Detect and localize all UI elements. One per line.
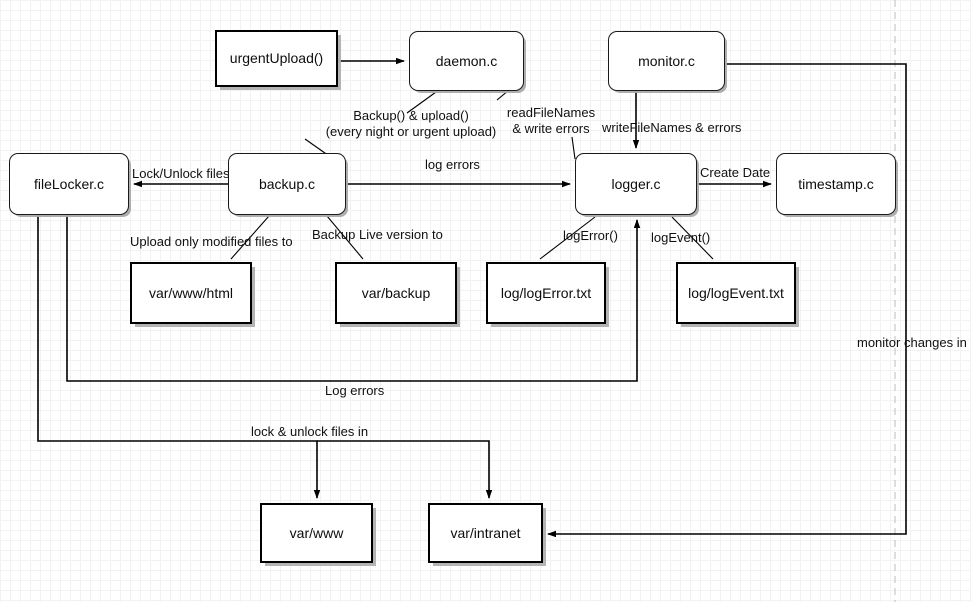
leader-daemon-backupupload — [406, 91, 437, 114]
edge-label-backup-live: Backup Live version to — [312, 227, 443, 242]
edge-label-log-errors-bot: Log errors — [325, 383, 385, 398]
node-label: backup.c — [258, 175, 316, 192]
node-backup[interactable]: backup.c — [228, 153, 346, 215]
node-varwwwhtml[interactable]: var/www/html — [130, 262, 252, 324]
node-label: var/www/html — [148, 284, 233, 301]
node-label: daemon.c — [435, 52, 498, 69]
node-varbackup[interactable]: var/backup — [335, 262, 457, 324]
edge-label-upload-modified: Upload only modified files to — [130, 234, 293, 249]
edge-filelocker-logger-logerrors — [66, 215, 641, 382]
edge-filelocker-varwww — [37, 215, 321, 499]
node-timestamp[interactable]: timestamp.c — [776, 153, 896, 215]
node-label: timestamp.c — [798, 175, 874, 192]
node-logerror-file[interactable]: log/logError.txt — [486, 262, 606, 324]
edge-label-lock-unlock-in: lock & unlock files in — [251, 424, 369, 439]
node-label: urgentUpload() — [229, 50, 324, 67]
node-label: fileLocker.c — [33, 175, 105, 192]
leader-backup-varwwwhtml — [230, 215, 270, 260]
node-label: var/intranet — [450, 524, 521, 541]
node-label: log/logError.txt — [500, 284, 592, 301]
edge-label-log-errors-top: log errors — [425, 157, 480, 172]
node-varintranet[interactable]: var/intranet — [428, 503, 543, 563]
node-filelocker[interactable]: fileLocker.c — [9, 153, 129, 215]
edge-monitor-varintranet — [547, 63, 907, 538]
node-label: var/www — [289, 524, 344, 541]
edge-label-create-date: Create Date — [700, 165, 771, 180]
edge-label-logevent-call: logEvent() — [651, 230, 711, 245]
leader-logerror-logger — [539, 216, 596, 260]
node-varwww[interactable]: var/www — [260, 503, 373, 563]
leader-daemon-readfilenames — [496, 89, 510, 101]
edge-filelocker-varintranet — [317, 440, 493, 499]
edge-label-backup-upload: Backup() & upload() (every night or urge… — [325, 108, 497, 140]
node-label: var/backup — [361, 284, 431, 301]
node-monitor[interactable]: monitor.c — [608, 31, 725, 91]
node-label: log/logEvent.txt — [688, 284, 784, 301]
edge-label-logerror-call: logError() — [563, 228, 618, 243]
edge-label-lock-unlock: Lock/Unlock files — [132, 166, 230, 181]
node-label: logger.c — [611, 175, 661, 192]
edge-label-monitor-changes: monitor changes in — [857, 335, 967, 350]
node-daemon[interactable]: daemon.c — [409, 31, 524, 91]
node-logevent-file[interactable]: log/logEvent.txt — [676, 262, 796, 324]
leader-backup-varbackup — [326, 215, 364, 260]
node-urgentupload[interactable]: urgentUpload() — [215, 30, 338, 87]
node-label: monitor.c — [638, 52, 695, 69]
edge-label-readfilenames: readFileNames & write errors — [506, 105, 596, 137]
edge-label-writefilenames: writeFileNames & errors — [602, 120, 742, 135]
node-logger[interactable]: logger.c — [575, 153, 697, 215]
leader-readfilenames-logger — [571, 136, 576, 160]
leader-logevent-logger — [671, 216, 714, 260]
